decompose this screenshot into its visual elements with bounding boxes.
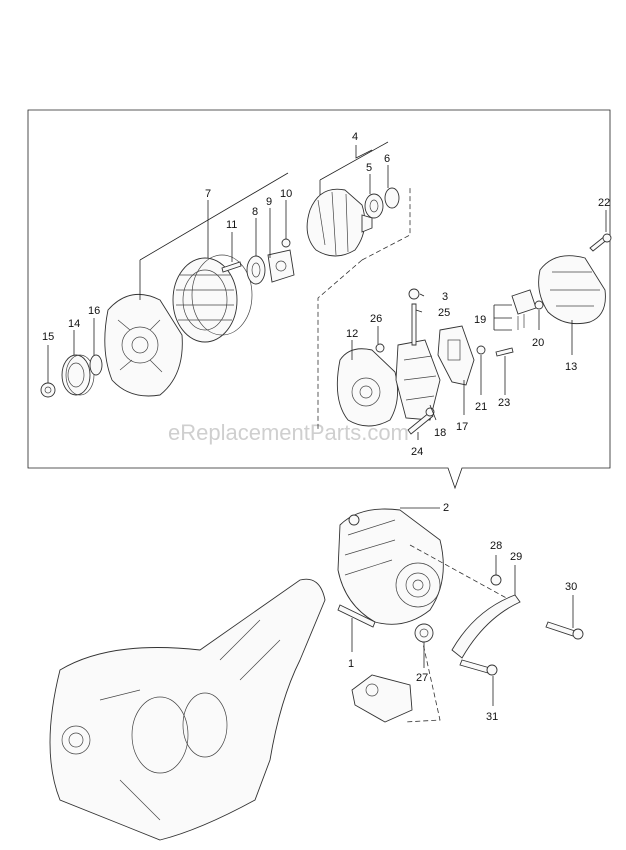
adjusting-bar (451, 594, 521, 659)
brush-screw (476, 345, 486, 355)
callout-6: 6 (384, 153, 390, 165)
callout-11: 11 (226, 219, 237, 231)
callout-17: 17 (456, 421, 468, 433)
rectifier (395, 339, 441, 421)
leader-lines-exploded (47, 141, 607, 440)
callout-21: 21 (475, 401, 487, 413)
callout-2: 2 (443, 502, 449, 514)
callout-4: 4 (352, 131, 358, 143)
callout-14: 14 (68, 318, 80, 330)
adjusting-bolt (337, 604, 376, 628)
callout-27: 27 (416, 672, 428, 684)
bracket-bolt (459, 659, 498, 676)
terminal-stud (411, 303, 417, 346)
regulator-screw (534, 300, 544, 310)
bearing (246, 255, 266, 285)
callout-24: 24 (411, 446, 423, 458)
rear-cover (538, 255, 606, 325)
callout-8: 8 (252, 206, 258, 218)
pulley-collar (89, 354, 103, 376)
callout-16: 16 (88, 305, 100, 317)
pulley-nut-assembled (414, 623, 434, 643)
callout-29: 29 (510, 551, 522, 563)
callout-12: 12 (346, 328, 358, 340)
callout-18: 18 (434, 427, 446, 439)
bearing-cover (384, 187, 400, 209)
regulator (511, 289, 537, 330)
bearing-plate (267, 249, 295, 283)
callout-labels: 15 14 16 7 11 8 9 10 4 5 6 22 3 25 26 12… (42, 131, 610, 723)
callout-1: 1 (348, 658, 354, 670)
callout-13: 13 (565, 361, 577, 373)
callout-30: 30 (565, 581, 577, 593)
rear-housing (336, 348, 399, 427)
rotor (306, 188, 373, 257)
callout-5: 5 (366, 162, 372, 174)
callout-23: 23 (498, 397, 510, 409)
pulley-nut (40, 382, 56, 398)
leader-lines-assembly (351, 507, 574, 706)
callout-31: 31 (486, 711, 498, 723)
callout-19: 19 (474, 314, 486, 326)
callout-9: 9 (266, 196, 272, 208)
stud (221, 261, 242, 273)
brush-holder (437, 325, 475, 386)
callout-3: 3 (442, 291, 448, 303)
callout-15: 15 (42, 331, 54, 343)
alternator-bracket (351, 674, 413, 723)
stator (172, 254, 253, 343)
brush-bolt (495, 347, 514, 357)
through-bolt (407, 407, 435, 435)
screw (281, 238, 291, 248)
rotor-guide-line (317, 188, 411, 430)
bracket-nut (490, 574, 502, 586)
callout-20: 20 (532, 337, 544, 349)
callout-10: 10 (280, 188, 292, 200)
cover-bolt (589, 233, 612, 252)
alternator-guide-line (404, 544, 511, 723)
rotor-bearing (364, 193, 384, 219)
callout-26: 26 (370, 313, 382, 325)
callout-7: 7 (205, 188, 211, 200)
pulley (61, 354, 95, 396)
engine-block (49, 578, 326, 841)
alternator-assembly (337, 508, 444, 625)
callout-28: 28 (490, 540, 502, 552)
callout-25: 25 (438, 307, 450, 319)
exploded-view-frame (27, 109, 611, 490)
terminal-nut (408, 288, 420, 300)
nut (375, 343, 385, 353)
front-housing (104, 293, 183, 397)
bar-bolt (545, 621, 584, 640)
callout-22: 22 (598, 197, 610, 209)
